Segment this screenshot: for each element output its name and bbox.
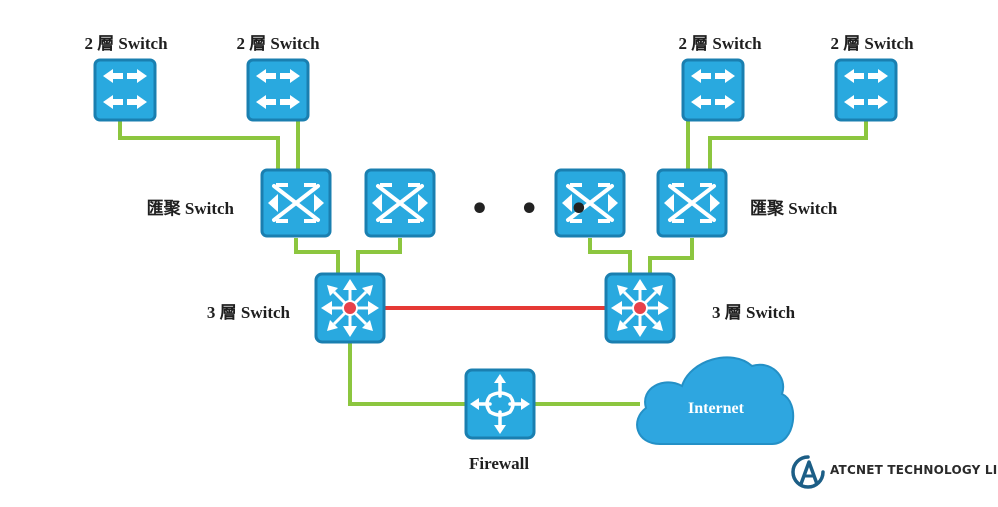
atcnet-logo-icon bbox=[791, 455, 825, 489]
firewall-icon bbox=[464, 368, 536, 440]
aggregation-links bbox=[294, 238, 694, 274]
core-links bbox=[348, 342, 640, 406]
l3-switch-icon-right bbox=[604, 272, 676, 344]
brand-logo: ATCNET TECHNOLOGY LIMITED bbox=[790, 454, 998, 490]
l2-switch-label-3: 2 層 Switch bbox=[678, 34, 762, 53]
firewall-label: Firewall bbox=[469, 454, 530, 473]
internet-cloud-icon: Internet bbox=[636, 356, 795, 445]
l2-switch-icon-4 bbox=[834, 58, 898, 122]
l2-links bbox=[118, 118, 868, 170]
l2-switch-icon-2 bbox=[246, 58, 310, 122]
internet-label: Internet bbox=[688, 400, 745, 417]
l2-switch-label-2: 2 層 Switch bbox=[236, 34, 320, 53]
l2-switch-label-4: 2 層 Switch bbox=[830, 34, 914, 53]
l2-switch-label-1: 2 層 Switch bbox=[84, 34, 168, 53]
l2-switch-icon-1 bbox=[93, 58, 157, 122]
brand-name: ATCNET TECHNOLOGY LIMITED bbox=[830, 463, 998, 477]
aggregation-switch-icon-4 bbox=[656, 168, 728, 238]
l3-switch-label-left: 3 層 Switch bbox=[206, 303, 290, 322]
aggregation-label-left: 匯聚 Switch bbox=[146, 199, 234, 218]
aggregation-label-right: 匯聚 Switch bbox=[750, 199, 838, 218]
l2-switch-icon-3 bbox=[681, 58, 745, 122]
aggregation-switch-icon-1 bbox=[260, 168, 332, 238]
l3-switch-label-right: 3 層 Switch bbox=[712, 303, 796, 322]
ellipsis: • • • bbox=[470, 192, 599, 227]
l3-switch-icon-left bbox=[314, 272, 386, 344]
aggregation-switch-icon-2 bbox=[364, 168, 436, 238]
